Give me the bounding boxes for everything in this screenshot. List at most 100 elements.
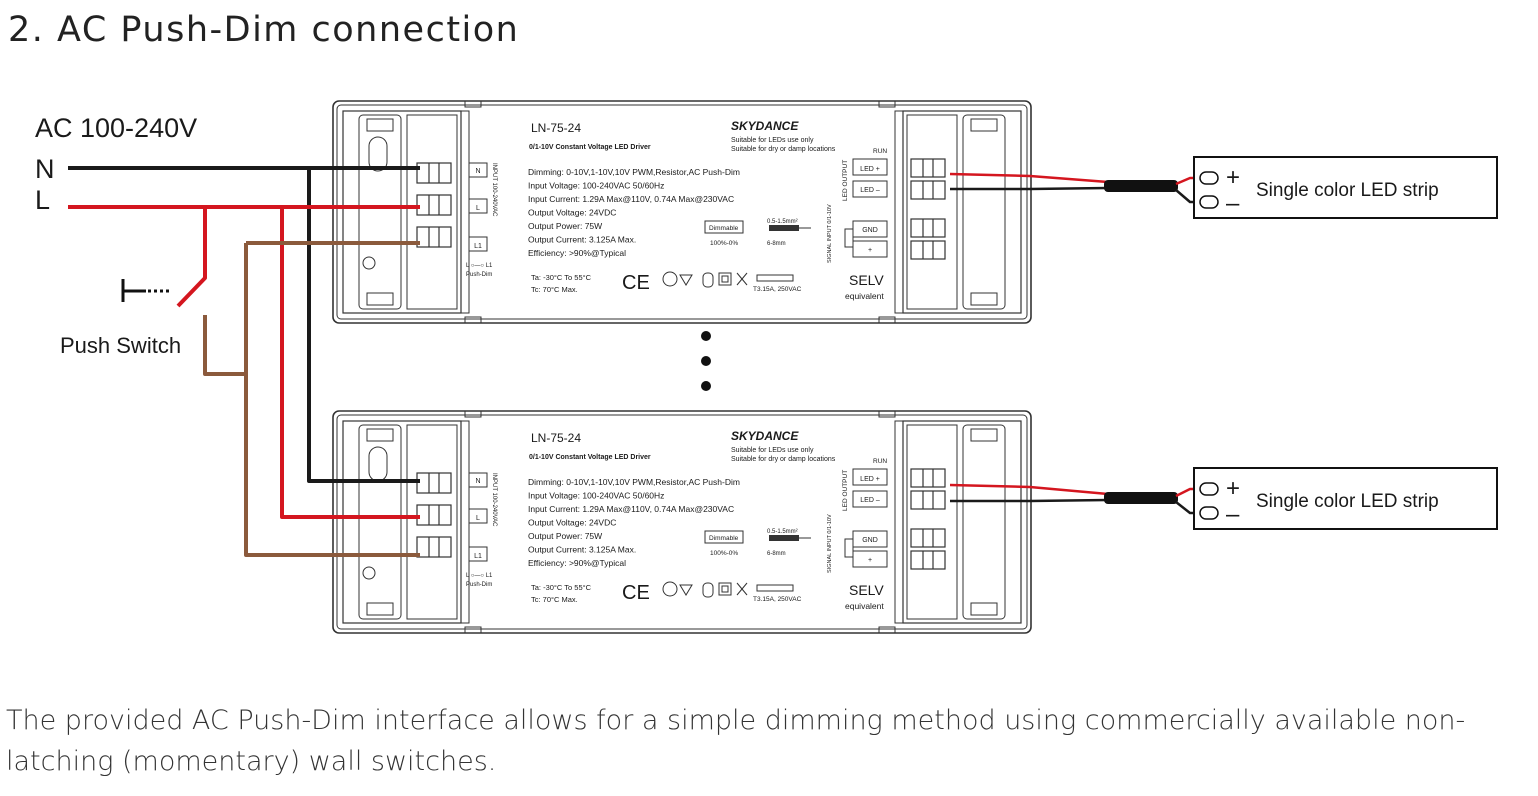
driver-suitable-locations: Suitable for dry or damp locations bbox=[731, 146, 836, 153]
continuation-dot bbox=[701, 356, 711, 366]
led-negative-wire bbox=[950, 498, 1109, 503]
dim-range-label: 100%-0% bbox=[710, 550, 738, 557]
strip-length-label: 6-8mm bbox=[767, 551, 786, 557]
live-wire-branch bbox=[280, 207, 420, 519]
led-output-terminal-label: LED – bbox=[860, 497, 880, 504]
dimmable-label: Dimmable bbox=[709, 535, 739, 542]
neutral-wire-branch bbox=[307, 168, 420, 483]
driver-spec-line: Output Power: 75W bbox=[528, 221, 602, 231]
input-terminal-label: N bbox=[475, 168, 480, 175]
input-terminal-label: N bbox=[475, 478, 480, 485]
dim-range-label: 100%-0% bbox=[710, 240, 738, 247]
driver-spec-line: Output Voltage: 24VDC bbox=[528, 208, 616, 218]
led-strip-label: Single color LED strip bbox=[1256, 180, 1439, 201]
selv-equivalent-label: equivalent bbox=[845, 601, 884, 611]
signal-input-side-label: SIGNAL INPUT 0/1-10V bbox=[827, 514, 833, 573]
led-positive-wire bbox=[949, 172, 1109, 184]
fuse-rating: T3.15A, 250VAC bbox=[753, 286, 802, 293]
driver-spec-line: Output Current: 3.125A Max. bbox=[528, 235, 636, 245]
neutral-label: N bbox=[35, 154, 55, 184]
continuation-dot bbox=[701, 331, 711, 341]
led-output-side-label: LED OUTPUT bbox=[842, 470, 849, 511]
strip-minus-sign: – bbox=[1226, 501, 1240, 528]
driver-spec-line: Input Current: 1.29A Max@110V, 0.74A Max… bbox=[528, 194, 734, 204]
selv-label: SELV bbox=[849, 272, 884, 288]
input-terminal-label: L1 bbox=[474, 553, 482, 560]
supply-voltage-label: AC 100-240V bbox=[35, 113, 197, 143]
pushdim-wire-branch bbox=[244, 243, 420, 557]
pushdim-symbol-label: L ○—○ L1 bbox=[466, 263, 493, 269]
led-output-terminal-label: LED – bbox=[860, 187, 880, 194]
signal-terminal-label: GND bbox=[862, 537, 878, 544]
cable-sheath bbox=[1104, 492, 1178, 504]
driver-ta: Ta: -30°C To 55°C bbox=[531, 583, 592, 592]
led-strip-box bbox=[1193, 467, 1498, 530]
driver-model: LN-75-24 bbox=[531, 121, 581, 135]
strip-minus-sign: – bbox=[1226, 190, 1240, 217]
wire-size-label: 0.5-1.5mm² bbox=[767, 529, 798, 535]
led-driver-1: LN-75-24 0/1-10V Constant Voltage LED Dri… bbox=[332, 100, 1032, 324]
run-label: RUN bbox=[873, 458, 887, 465]
switch-live-lead bbox=[176, 207, 207, 308]
driver-spec-line: Input Voltage: 100-240VAC 50/60Hz bbox=[528, 181, 664, 191]
signal-input-side-label: SIGNAL INPUT 0/1-10V bbox=[827, 204, 833, 263]
led-output-side-label: LED OUTPUT bbox=[842, 160, 849, 201]
live-label: L bbox=[35, 185, 50, 215]
ce-mark: CE bbox=[622, 272, 650, 294]
driver-brand-logo: SKYDANCE bbox=[731, 119, 799, 133]
dimmable-label: Dimmable bbox=[709, 225, 739, 232]
wiring-diagram: LN-75-24 0/1-10V Constant Voltage LED Dri… bbox=[35, 100, 1498, 634]
driver-spec-line: Input Current: 1.29A Max@110V, 0.74A Max… bbox=[528, 504, 734, 514]
driver-ta: Ta: -30°C To 55°C bbox=[531, 273, 592, 282]
strip-positive-terminal-icon bbox=[1199, 171, 1219, 185]
run-label: RUN bbox=[873, 148, 887, 155]
driver-suitable-leds: Suitable for LEDs use only bbox=[731, 447, 814, 454]
led-driver-2: LN-75-240/1-10V Constant Voltage LED Dri… bbox=[332, 410, 1032, 634]
pushdim-label: Push-Dim bbox=[466, 272, 492, 278]
driver-tc: Tc: 70°C Max. bbox=[531, 595, 578, 604]
led-strip-box bbox=[1193, 156, 1498, 219]
cable-sheath bbox=[1104, 180, 1178, 192]
input-terminal-label: L bbox=[476, 515, 480, 522]
driver-spec-line: Input Voltage: 100-240VAC 50/60Hz bbox=[528, 491, 664, 501]
driver-brand-logo: SKYDANCE bbox=[731, 429, 799, 443]
signal-terminal-label: + bbox=[868, 557, 872, 564]
strip-length-label: 6-8mm bbox=[767, 241, 786, 247]
driver-model: LN-75-24 bbox=[531, 431, 581, 445]
strip-negative-terminal-icon bbox=[1199, 506, 1219, 520]
input-terminal-label: L1 bbox=[474, 243, 482, 250]
driver-spec-line: Output Power: 75W bbox=[528, 531, 602, 541]
strip-plus-sign: + bbox=[1226, 164, 1240, 191]
input-side-label: INPUT 100-240VAC bbox=[491, 163, 497, 217]
led-positive-wire bbox=[949, 483, 1109, 496]
driver-suitable-locations: Suitable for dry or damp locations bbox=[731, 456, 836, 463]
driver-type: 0/1-10V Constant Voltage LED Driver bbox=[529, 144, 651, 151]
driver-spec-line: Output Current: 3.125A Max. bbox=[528, 545, 636, 555]
signal-terminal-label: GND bbox=[862, 227, 878, 234]
push-switch-label: Push Switch bbox=[60, 333, 181, 358]
driver-tc: Tc: 70°C Max. bbox=[531, 285, 578, 294]
input-terminal-label: L bbox=[476, 205, 480, 212]
continuation-dot bbox=[701, 381, 711, 391]
fuse-rating: T3.15A, 250VAC bbox=[753, 596, 802, 603]
switch-output-lead bbox=[203, 315, 246, 376]
selv-equivalent-label: equivalent bbox=[845, 291, 884, 301]
led-output-terminal-label: LED + bbox=[860, 166, 880, 173]
driver-spec-line: Output Voltage: 24VDC bbox=[528, 518, 616, 528]
ce-mark: CE bbox=[622, 582, 650, 604]
led-output-terminal-label: LED + bbox=[860, 476, 880, 483]
selv-label: SELV bbox=[849, 582, 884, 598]
strip-positive-terminal-icon bbox=[1199, 482, 1219, 496]
driver-suitable-leds: Suitable for LEDs use only bbox=[731, 137, 814, 144]
footer-description: The provided AC Push-Dim interface allow… bbox=[6, 705, 1466, 777]
pushdim-symbol-label: L ○—○ L1 bbox=[466, 573, 493, 579]
driver-spec-line: Efficiency: >90%@Typical bbox=[528, 248, 626, 258]
driver-spec-line: Dimming: 0-10V,1-10V,10V PWM,Resistor,AC… bbox=[528, 477, 740, 487]
led-negative-wire bbox=[950, 186, 1109, 191]
signal-terminal-label: + bbox=[868, 247, 872, 254]
pushdim-label: Push-Dim bbox=[466, 582, 492, 588]
strip-plus-sign: + bbox=[1226, 475, 1240, 502]
wire-size-label: 0.5-1.5mm² bbox=[767, 219, 798, 225]
led-strip-label: Single color LED strip bbox=[1256, 491, 1439, 512]
page-title: 2. AC Push-Dim connection bbox=[8, 10, 520, 50]
